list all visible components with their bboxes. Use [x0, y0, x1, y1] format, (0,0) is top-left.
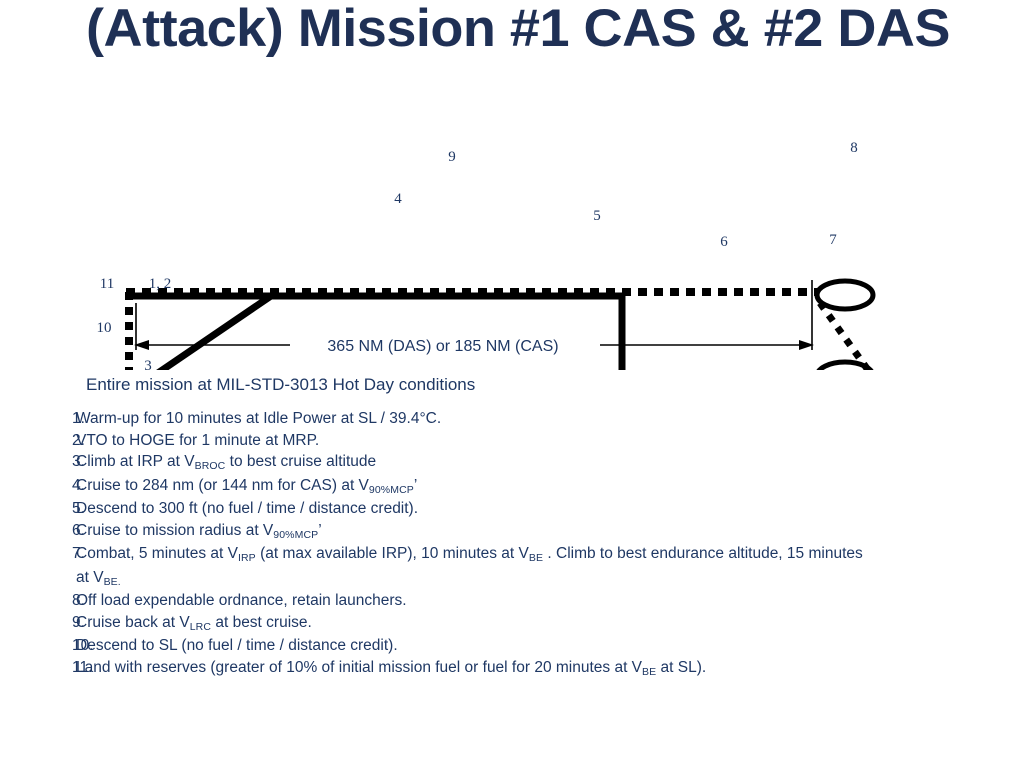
- mission-step-item: 8.Off load expendable ordnance, retain l…: [0, 590, 1036, 612]
- notes-heading: Entire mission at MIL-STD-3013 Hot Day c…: [86, 375, 476, 394]
- mission-step-text: Land with reserves (greater of 10% of in…: [76, 658, 707, 678]
- segment-label-5: 5: [593, 208, 601, 224]
- mission-step-number: 11.: [72, 658, 93, 676]
- segment-label-1-2: 1, 2: [149, 276, 172, 292]
- mission-step-text: Off load expendable ordnance, retain lau…: [76, 592, 407, 609]
- segment-3-climb: [156, 293, 273, 370]
- mission-notes: Entire mission at MIL-STD-3013 Hot Day c…: [0, 374, 1036, 680]
- segment-label-3: 3: [144, 358, 152, 370]
- node-8-offload-ordnance: [814, 278, 876, 312]
- mission-step-number: 2.: [72, 431, 85, 449]
- mission-step-number: 10.: [72, 637, 94, 654]
- mission-step-item: 9.Cruise back at VLRC at best cruise.: [0, 612, 1036, 636]
- mission-step-item: 7.Combat, 5 minutes at VIRP (at max avai…: [0, 543, 1036, 590]
- segment-label-9: 9: [448, 149, 456, 165]
- mission-step-number: 4.: [72, 476, 85, 494]
- segment-label-6: 6: [720, 234, 728, 250]
- mission-step-text: Climb at IRP at VBROC to best cruise alt…: [76, 453, 377, 472]
- mission-step-number: 1.: [72, 410, 85, 427]
- segment-label-8: 8: [850, 140, 858, 156]
- dimension-label: 365 NM (DAS) or 185 NM (CAS): [327, 338, 558, 355]
- mission-step-item: 1.Warm-up for 10 minutes at Idle Power a…: [0, 408, 1036, 430]
- mission-step-text: Cruise to 284 nm (or 144 nm for CAS) at …: [76, 476, 418, 496]
- mission-profile-diagram: 10 3 11 1, 2 9 4 5 6 7 8 365 NM (DAS) or…: [0, 120, 1036, 370]
- segment-label-10: 10: [97, 320, 112, 336]
- mission-step-item: 10.Descend to SL (no fuel / time / dista…: [0, 635, 1036, 657]
- page-title: (Attack) Mission #1 CAS & #2 DAS: [86, 0, 950, 58]
- mission-step-number: 9.: [72, 613, 85, 631]
- mission-step-text: Cruise back at VLRC at best cruise.: [76, 613, 312, 633]
- mission-steps-list: 1.Warm-up for 10 minutes at Idle Power a…: [0, 408, 1036, 680]
- mission-step-text: Descend to 300 ft (no fuel / time / dist…: [76, 500, 419, 517]
- mission-step-item: 2.VTO to HOGE for 1 minute at MRP.: [0, 430, 1036, 452]
- mission-step-text: VTO to HOGE for 1 minute at MRP.: [76, 431, 320, 449]
- mission-step-item: 6.Cruise to mission radius at V90%MCP’: [0, 520, 1036, 544]
- mission-step-item: 4.Cruise to 284 nm (or 144 nm for CAS) a…: [0, 475, 1036, 499]
- mission-step-number: 3.: [72, 453, 85, 470]
- mission-step-number: 7.: [72, 545, 85, 562]
- mission-step-number: 6.: [72, 521, 85, 539]
- mission-step-number: 8.: [72, 592, 85, 609]
- mission-step-number: 5.: [72, 500, 85, 517]
- mission-step-text: Descend to SL (no fuel / time / distance…: [76, 637, 398, 654]
- mission-step-text: Warm-up for 10 minutes at Idle Power at …: [76, 410, 442, 427]
- mission-step-text: Cruise to mission radius at V90%MCP’: [76, 521, 322, 541]
- dimension-arrow-left-head: [134, 340, 149, 350]
- dimension-arrow-right-head: [799, 340, 814, 350]
- segment-label-7: 7: [829, 232, 837, 248]
- segment-label-4: 4: [394, 191, 402, 207]
- mission-step-item: 3.Climb at IRP at VBROC to best cruise a…: [0, 451, 1036, 475]
- mission-step-item: 11.Land with reserves (greater of 10% of…: [0, 657, 1036, 681]
- mission-step-text: Combat, 5 minutes at VIRP (at max availa…: [76, 545, 863, 588]
- mission-step-item: 5.Descend to 300 ft (no fuel / time / di…: [0, 498, 1036, 520]
- segment-label-11: 11: [100, 276, 114, 292]
- node-7-combat-loiter: [816, 359, 874, 370]
